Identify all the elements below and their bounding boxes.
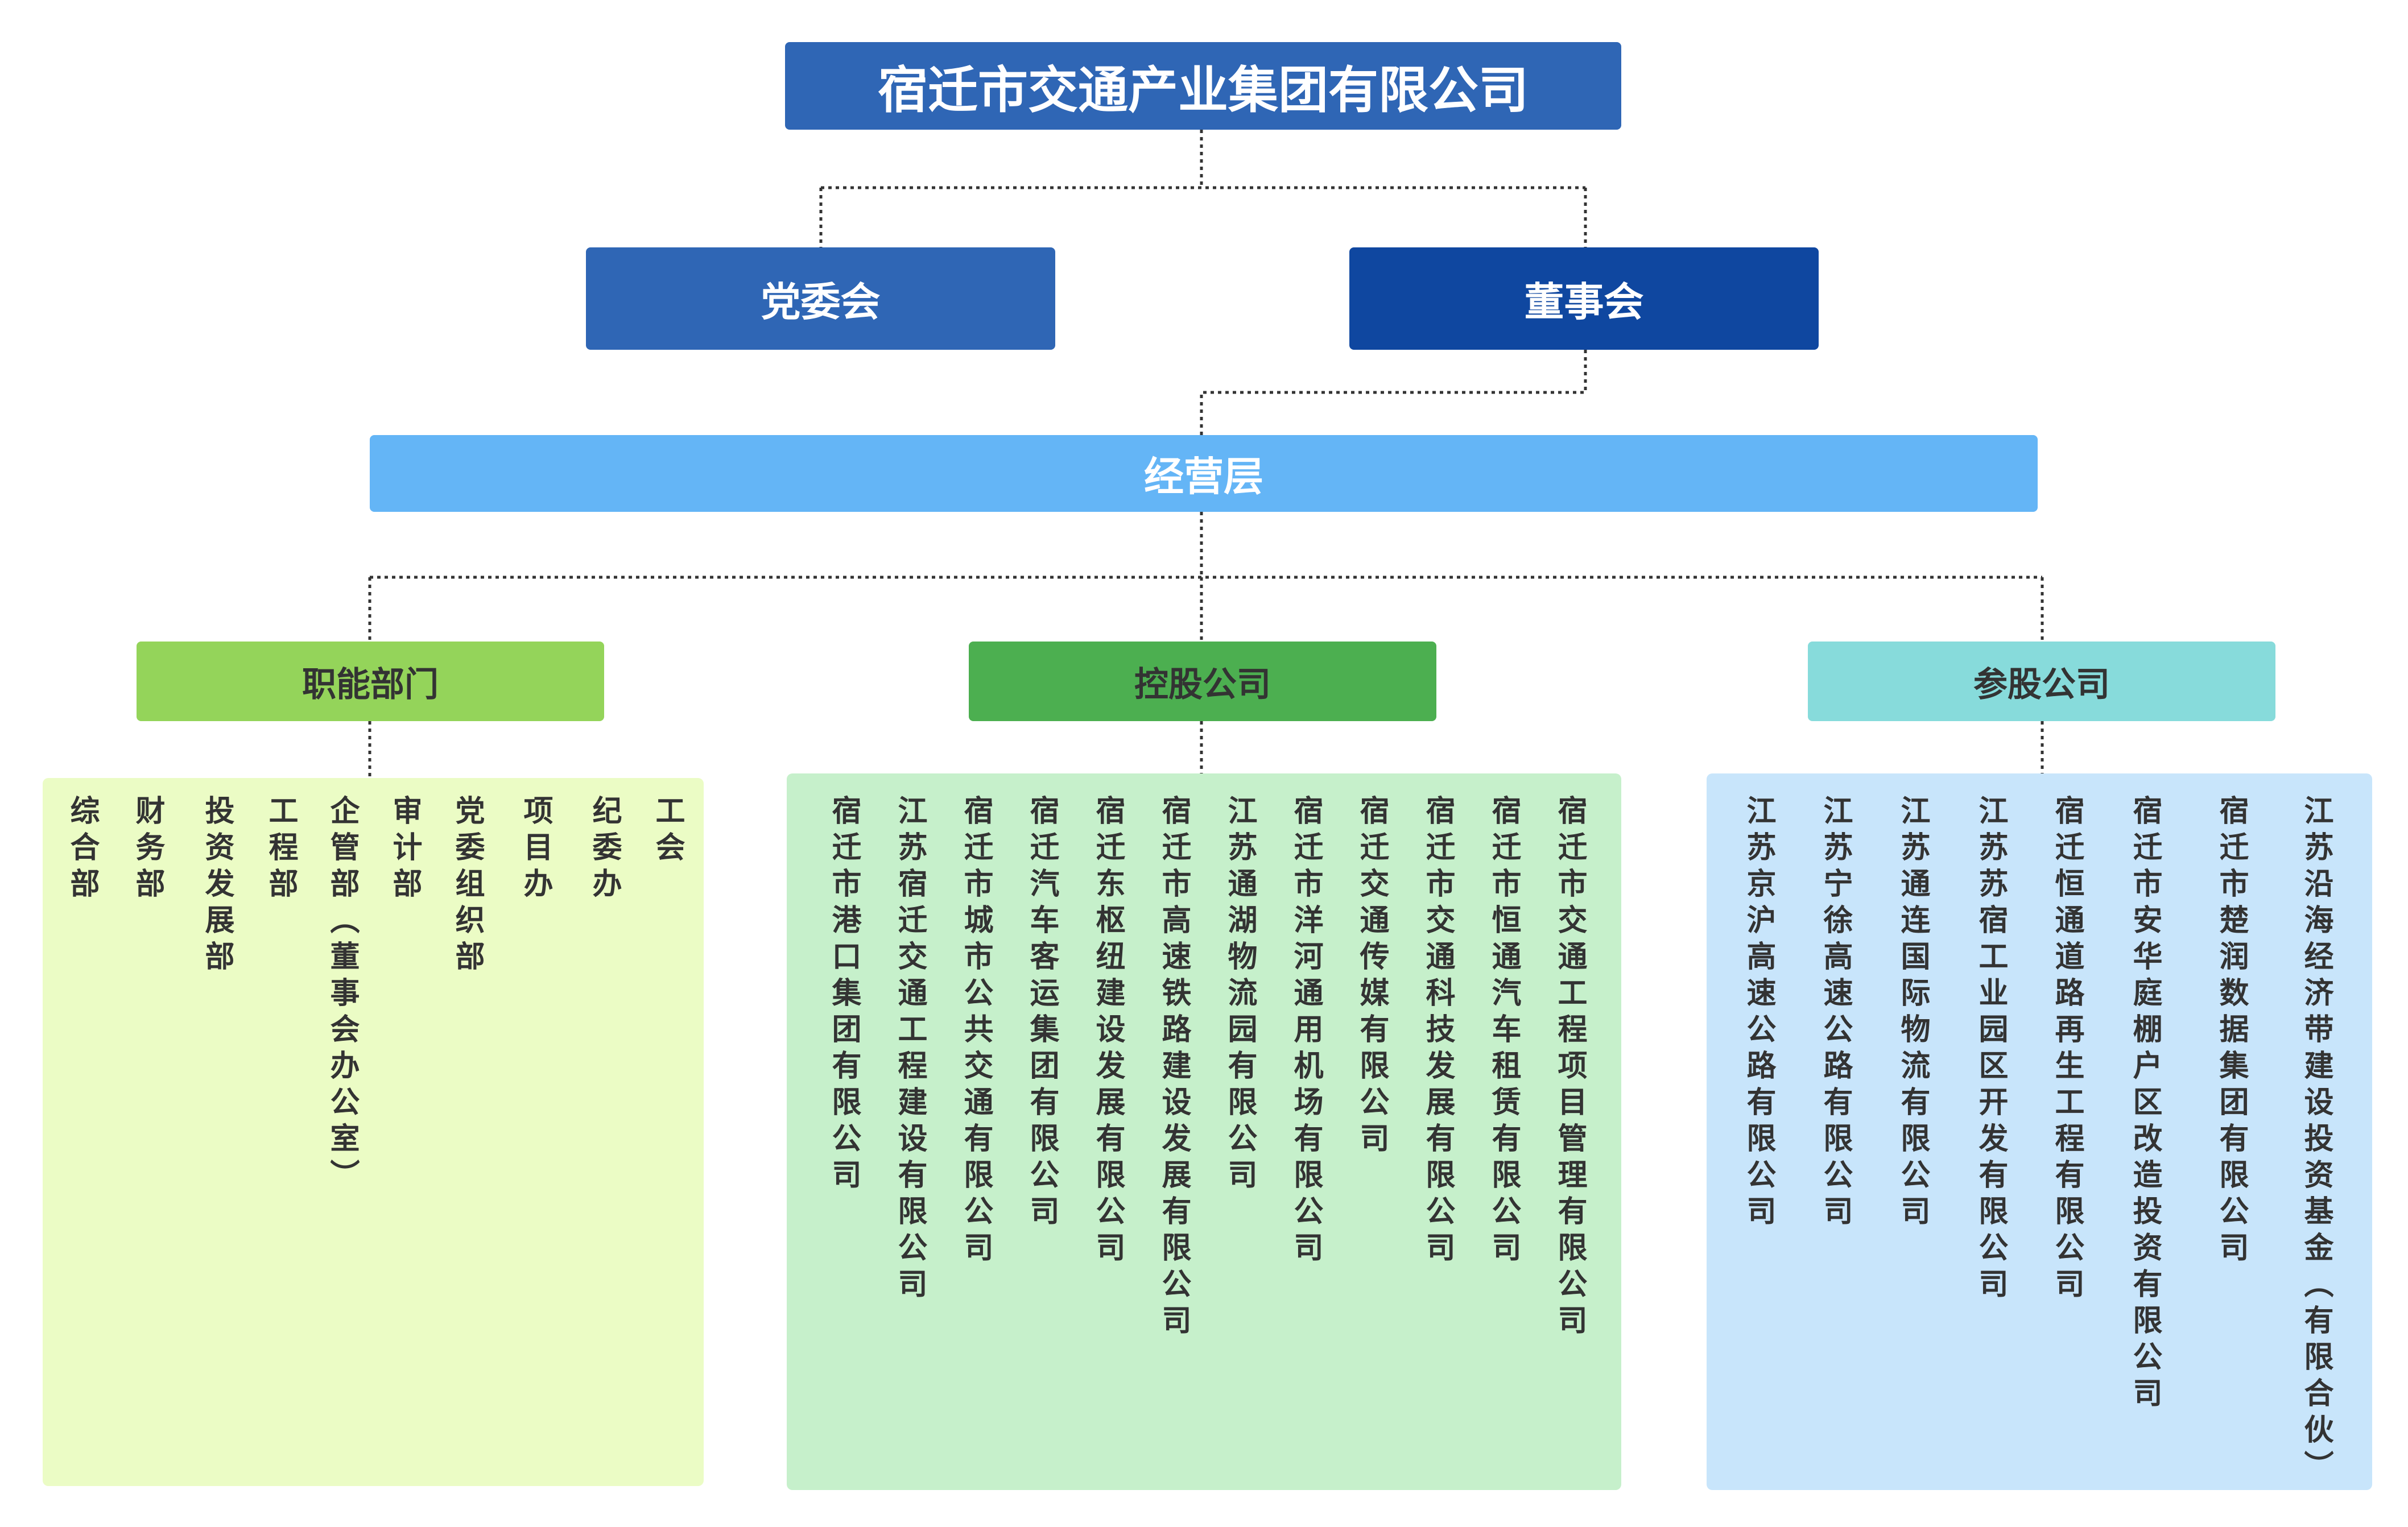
- functional-item: 审计部: [387, 795, 422, 904]
- holding-item: 宿迁市交通工程项目管理有限公司: [1552, 795, 1587, 1341]
- connector-board-down: [1200, 350, 1587, 435]
- participating-item: 宿迁恒通道路再生工程有限公司: [2050, 795, 2084, 1305]
- functional-item: 综合部: [65, 795, 99, 904]
- participating-item: 江苏苏宿工业园区开发有限公司: [1973, 795, 2008, 1305]
- functional-item: 投资发展部: [200, 795, 234, 977]
- functional-dept-header: 职能部门: [137, 642, 604, 721]
- functional-dept-panel: [43, 778, 704, 1486]
- holding-item: 宿迁市高速铁路建设发展有限公司: [1156, 795, 1191, 1341]
- holding-companies-label: 控股公司: [1134, 664, 1271, 705]
- functional-item: 项目办: [518, 795, 552, 904]
- participating-item: 宿迁市楚润数据集团有限公司: [2214, 795, 2248, 1268]
- party-committee-label: 党委会: [761, 278, 881, 325]
- board-label: 董事会: [1524, 278, 1644, 325]
- holding-item: 宿迁交通传媒有限公司: [1354, 795, 1389, 1159]
- holding-item: 宿迁东枢纽建设发展有限公司: [1091, 795, 1125, 1268]
- org-top-title: 宿迁市交通产业集团有限公司: [877, 60, 1529, 119]
- holding-item: 江苏通湖物流园有限公司: [1222, 795, 1257, 1195]
- holding-companies-header: 控股公司: [969, 642, 1436, 721]
- holding-item: 宿迁市恒通汽车租赁有限公司: [1486, 795, 1521, 1268]
- functional-dept-label: 职能部门: [302, 664, 439, 705]
- holding-item: 宿迁汽车客运集团有限公司: [1025, 795, 1059, 1232]
- participating-item: 江苏宁徐高速公路有限公司: [1818, 795, 1852, 1232]
- holding-item: 宿迁市洋河通用机场有限公司: [1288, 795, 1323, 1268]
- functional-item: 党委组织部: [450, 795, 484, 977]
- holding-item: 宿迁市港口集团有限公司: [827, 795, 861, 1195]
- party-committee-node: 党委会: [586, 247, 1055, 350]
- functional-item: 企管部（董事会办公室）: [325, 795, 359, 1195]
- functional-item: 纪委办: [587, 795, 621, 904]
- participating-companies-header: 参股公司: [1808, 642, 2275, 721]
- participating-item: 江苏京沪高速公路有限公司: [1741, 795, 1775, 1232]
- participating-item: 江苏沿海经济带建设投资基金（有限合伙）: [2299, 795, 2333, 1487]
- holding-item: 江苏宿迁交通工程建设有限公司: [893, 795, 927, 1305]
- participating-item: 宿迁市安华庭棚户区改造投资有限公司: [2128, 795, 2162, 1414]
- holding-companies-panel: [787, 773, 1621, 1490]
- org-top-node: 宿迁市交通产业集团有限公司: [785, 42, 1621, 130]
- functional-item: 财务部: [130, 795, 164, 904]
- management-label: 经营层: [1144, 453, 1263, 500]
- participating-companies-panel: [1707, 773, 2372, 1490]
- holding-item: 宿迁市城市公共交通有限公司: [959, 795, 993, 1268]
- board-node: 董事会: [1349, 247, 1819, 350]
- participating-item: 江苏通连国际物流有限公司: [1895, 795, 1930, 1232]
- functional-item: 工程部: [263, 795, 298, 904]
- functional-item: 工会: [650, 795, 684, 868]
- holding-item: 宿迁市交通科技发展有限公司: [1420, 795, 1455, 1268]
- management-node: 经营层: [370, 435, 2038, 512]
- participating-companies-label: 参股公司: [1973, 664, 2110, 705]
